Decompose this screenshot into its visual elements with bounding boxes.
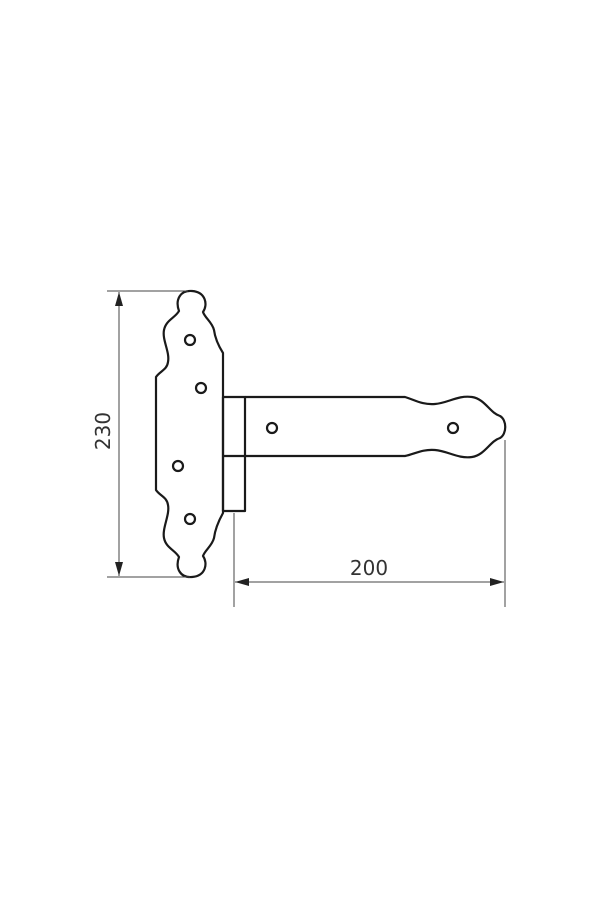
hinge-strap [245,395,507,459]
length-dimension-label: 200 [350,556,388,580]
height-dimension-label: 230 [91,412,115,450]
hinge-plate [154,289,225,579]
screw-hole [446,421,460,435]
screw-hole [265,421,279,435]
arrow-icon [115,292,123,306]
arrow-icon [235,578,249,586]
screw-hole [171,459,185,473]
hinge-knuckle [221,395,247,513]
arrow-icon [490,578,504,586]
arrow-icon [115,562,123,576]
screw-hole [183,512,197,526]
screw-hole [194,381,208,395]
screw-hole [183,333,197,347]
